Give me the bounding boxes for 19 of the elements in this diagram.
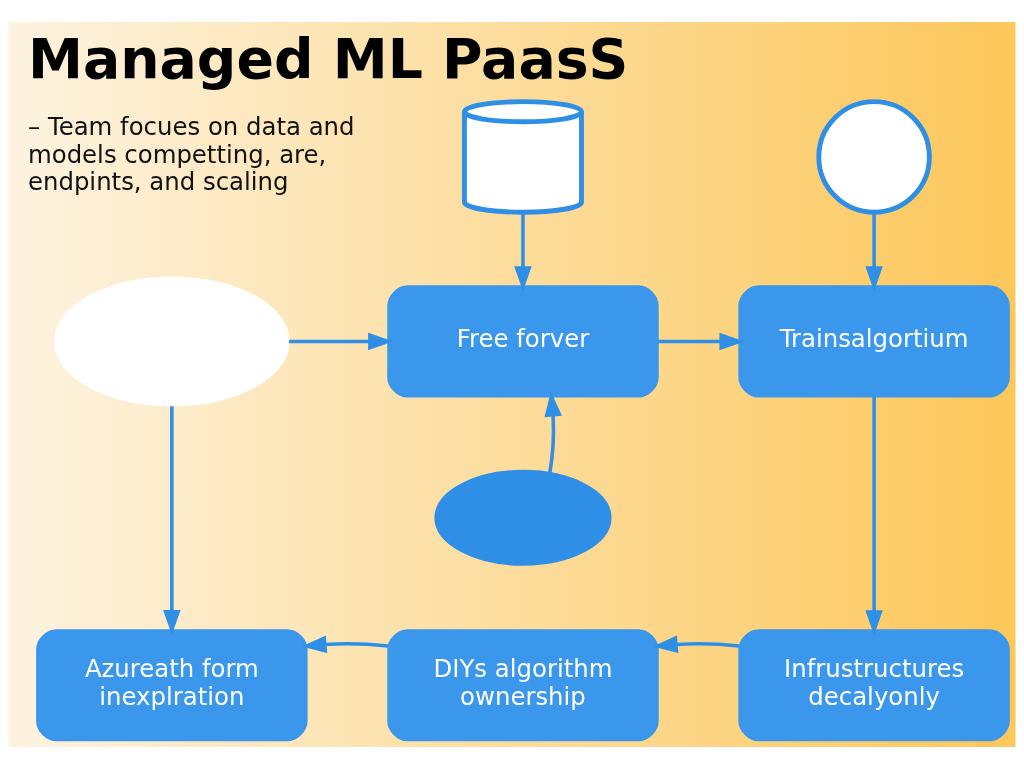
node-box: Infrustructures decalyonly xyxy=(738,628,1010,741)
arrow xyxy=(865,211,883,291)
arrow xyxy=(289,332,394,350)
arrow xyxy=(163,405,181,635)
node-cloud xyxy=(434,469,612,566)
arrow xyxy=(865,396,883,635)
arrow xyxy=(301,635,389,653)
node-box: Trainsalgortium xyxy=(738,284,1010,397)
node-circle xyxy=(816,98,932,215)
arrow xyxy=(652,635,740,653)
node-box: DIYs algorithm ownership xyxy=(387,628,659,741)
node-box: Azureath form inexplration xyxy=(36,628,308,741)
arrow xyxy=(514,211,532,291)
arrow xyxy=(544,390,562,473)
node-cloud xyxy=(54,275,290,406)
label: – Team focues on data and models competting, are, endpints, and scaling xyxy=(27,111,355,196)
node-box: Free forver xyxy=(387,284,659,397)
diagram-title: Managed ML PaasS xyxy=(27,26,629,91)
arrow xyxy=(658,332,745,350)
